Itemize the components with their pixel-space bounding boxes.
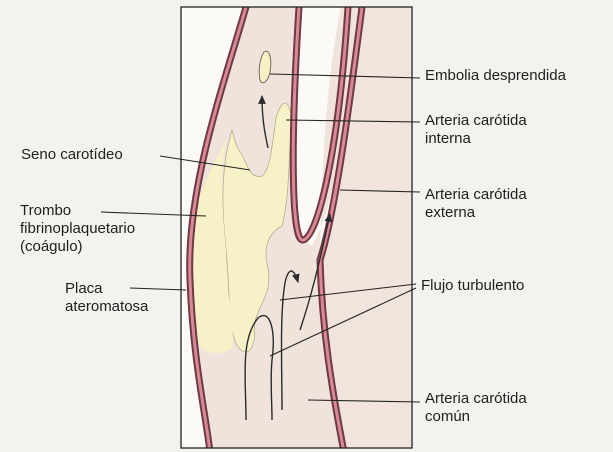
- label-common-carotid: Arteria carótida común: [425, 390, 527, 426]
- label-thrombus-line-2: fibrinoplaquetario: [20, 220, 135, 238]
- label-external-carotid-line-2: externa: [425, 204, 527, 222]
- label-carotid-sinus: Seno carotídeo: [21, 146, 123, 164]
- label-plaque-line-1: Placa: [65, 280, 148, 298]
- label-internal-carotid: Arteria carótida interna: [425, 112, 527, 148]
- label-thrombus: Trombo fibrinoplaquetario (coágulo): [20, 202, 135, 256]
- label-turbulent-flow: Flujo turbulento: [421, 277, 524, 295]
- label-plaque: Placa ateromatosa: [65, 280, 148, 316]
- label-plaque-line-2: ateromatosa: [65, 298, 148, 316]
- label-internal-carotid-line-2: interna: [425, 130, 527, 148]
- label-thrombus-line-3: (coágulo): [20, 238, 135, 256]
- label-common-carotid-line-1: Arteria carótida: [425, 390, 527, 408]
- label-internal-carotid-line-1: Arteria carótida: [425, 112, 527, 130]
- label-external-carotid: Arteria carótida externa: [425, 186, 527, 222]
- label-embolus: Embolia desprendida: [425, 67, 566, 85]
- label-common-carotid-line-2: común: [425, 408, 527, 426]
- label-thrombus-line-1: Trombo: [20, 202, 135, 220]
- label-external-carotid-line-1: Arteria carótida: [425, 186, 527, 204]
